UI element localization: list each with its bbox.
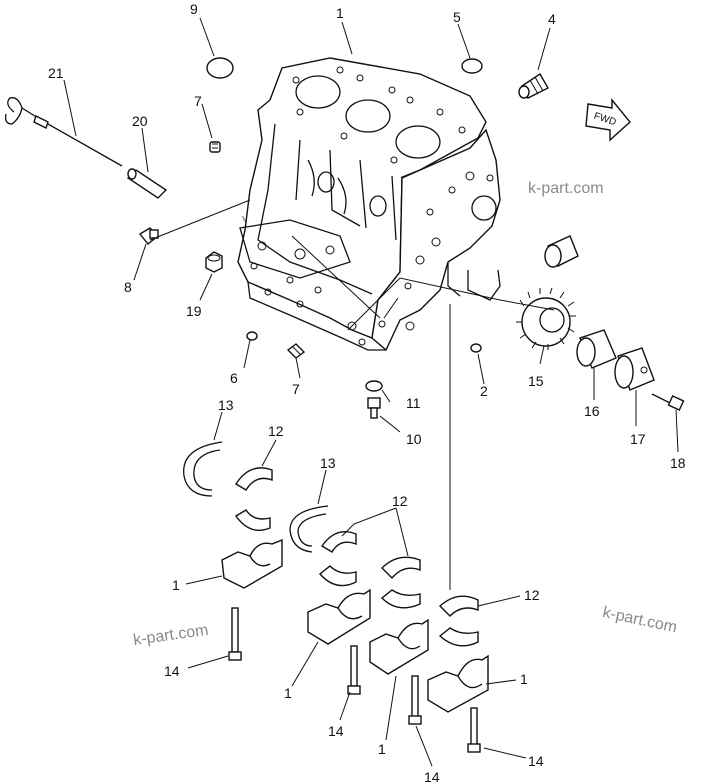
callout-20: 20 xyxy=(132,113,148,129)
gear-15 xyxy=(516,287,576,350)
bearing-cap-1-a xyxy=(221,538,283,589)
bearing-shell-12-a xyxy=(234,467,273,531)
callout-10: 10 xyxy=(406,431,422,447)
watermark-top-right: k-part.com xyxy=(528,180,604,197)
callout-19: 19 xyxy=(186,303,202,319)
bolt-14-c xyxy=(408,675,422,725)
bearing-shell-12-b xyxy=(318,531,357,587)
callout-5: 5 xyxy=(453,9,461,25)
bearing-shell-12-d xyxy=(438,595,479,647)
callout-4: 4 xyxy=(548,11,556,27)
bolt-14-d xyxy=(467,707,481,753)
callout-14-b: 14 xyxy=(328,723,344,739)
plug-7-lower xyxy=(286,343,306,359)
callout-16: 16 xyxy=(584,403,600,419)
callout-11: 11 xyxy=(406,395,421,411)
cylinder-block xyxy=(237,57,501,352)
callout-12-top: 12 xyxy=(268,423,284,439)
plug-6 xyxy=(246,331,258,341)
plug-8 xyxy=(138,227,160,245)
callout-1-cap-b: 1 xyxy=(284,685,292,701)
callout-17: 17 xyxy=(630,431,646,447)
callout-1-block: 1 xyxy=(336,5,344,21)
callout-6: 6 xyxy=(230,370,238,386)
callout-12-right: 12 xyxy=(524,587,540,603)
collar-17 xyxy=(614,347,655,391)
callout-14-d: 14 xyxy=(528,753,544,769)
watermark-bottom-right: k-part.com xyxy=(601,604,678,636)
bolt-18 xyxy=(651,393,685,411)
bushing xyxy=(544,235,579,268)
callout-14-a: 14 xyxy=(164,663,180,679)
callout-13-right: 13 xyxy=(320,455,336,471)
leader-lines xyxy=(63,17,679,767)
watermark-bottom-left: k-part.com xyxy=(132,622,209,649)
thrust-washer-13-left xyxy=(183,441,223,497)
bolt-10 xyxy=(367,397,381,419)
callout-21: 21 xyxy=(48,65,64,81)
callout-12-middle: 12 xyxy=(392,493,408,509)
bearing-cap-1-b xyxy=(307,588,371,645)
callout-1-cap-a: 1 xyxy=(172,577,180,593)
callout-1-cap-d: 1 xyxy=(520,671,528,687)
callout-7-upper: 7 xyxy=(194,93,202,109)
callout-8: 8 xyxy=(124,279,132,295)
callout-13-left: 13 xyxy=(218,397,234,413)
callout-numbers: 1 5 4 9 21 20 7 8 19 6 7 2 11 10 15 16 1… xyxy=(48,1,686,784)
bushing-16 xyxy=(576,329,617,369)
callout-1-cap-c: 1 xyxy=(378,741,386,757)
bolt-14-b xyxy=(347,645,361,695)
pin-20 xyxy=(126,168,168,199)
rubber-cap-4 xyxy=(518,73,549,99)
bearing-cap-1-d xyxy=(427,654,489,713)
dipstick-21 xyxy=(4,97,123,167)
callout-2: 2 xyxy=(480,383,488,399)
forward-arrow-icon: FWD xyxy=(585,98,631,142)
callout-14-c: 14 xyxy=(424,769,440,784)
callout-18: 18 xyxy=(670,455,686,471)
callout-9: 9 xyxy=(190,1,198,17)
fitting-19 xyxy=(205,251,223,273)
bearing-cap-1-c xyxy=(369,618,429,675)
expansion-plug-9 xyxy=(206,57,234,79)
callout-7-lower: 7 xyxy=(292,381,300,397)
plug-7-upper xyxy=(209,141,221,153)
bolt-14-a xyxy=(228,607,242,661)
bearing-shell-12-c xyxy=(380,556,421,609)
thrust-washer-13-right xyxy=(289,505,329,553)
callout-15: 15 xyxy=(528,373,544,389)
plug-2 xyxy=(470,343,482,353)
plug-5 xyxy=(461,58,483,74)
washer-11 xyxy=(365,380,383,392)
